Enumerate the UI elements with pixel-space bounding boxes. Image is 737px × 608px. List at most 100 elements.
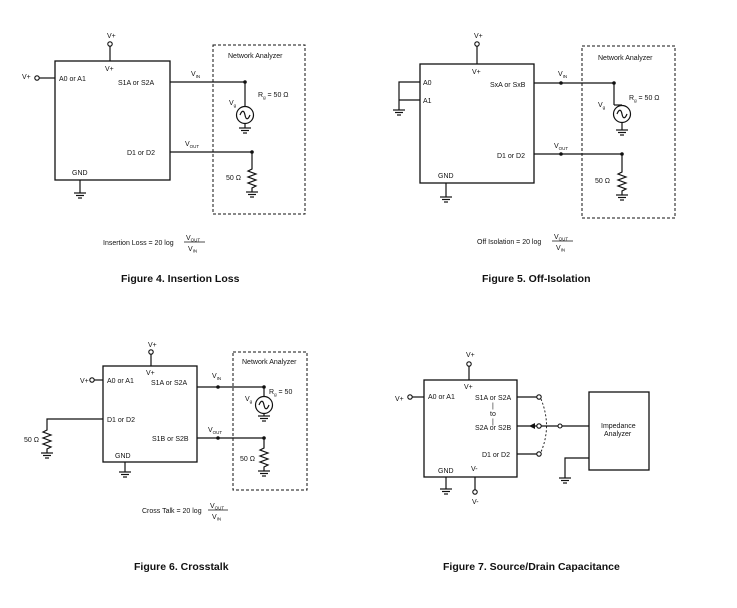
fig7-pin-a: A0 or A1 <box>428 394 455 401</box>
fig6-left-ground-icon <box>40 452 54 459</box>
figure-7-source-drain-capacitance: V+ V+ V+ A0 or A1 S1A or S2A | to | S2A … <box>395 352 650 573</box>
fig5-pin-s: SxA or SxB <box>490 82 526 89</box>
fig5-equation-denominator: VIN <box>556 245 565 253</box>
fig5-ground-icon <box>439 196 453 203</box>
fig7-gnd-label: GND <box>438 468 454 475</box>
fig5-pin-a1: A1 <box>423 98 432 105</box>
fig7-analyzer-ground-icon <box>558 477 572 484</box>
fig5-gnd-label: GND <box>438 173 454 180</box>
fig5-switch-ic <box>419 63 535 184</box>
fig6-load-label: 50 Ω <box>240 456 255 463</box>
fig6-signal-source-icon <box>254 395 274 415</box>
fig7-impedance-analyzer-box <box>588 391 650 471</box>
fig6-switch-ic <box>102 365 198 463</box>
fig7-vplus-left-label: V+ <box>395 396 404 403</box>
fig7-pin-s2: S2A or S2B <box>475 425 512 432</box>
fig5-vplus-terminal <box>474 41 480 47</box>
fig6-pin-s2: S1B or S2B <box>152 436 189 443</box>
fig5-pin-d: D1 or D2 <box>497 153 525 160</box>
fig6-left-resistor-icon <box>42 425 52 454</box>
fig4-network-analyzer-box <box>212 44 306 215</box>
fig5-load-resistor-icon <box>617 167 627 196</box>
fig6-vplus-inner-label: V+ <box>146 370 155 377</box>
fig4-rg-label: Rg = 50 Ω <box>258 92 289 100</box>
fig5-source-ground-icon <box>615 129 629 136</box>
fig4-load-resistor-icon <box>247 164 257 193</box>
fig6-source-ground-icon <box>257 415 271 422</box>
fig7-selection-arc <box>540 398 547 453</box>
fig6-vg-label: Vg <box>245 396 253 404</box>
fig6-left-load-label: 50 Ω <box>24 437 39 444</box>
fig6-equation-numerator: VOUT <box>210 503 224 511</box>
fig5-pin-a0: A0 <box>423 80 432 87</box>
fig5-vplus-inner-label: V+ <box>472 69 481 76</box>
fig7-vminus-terminal <box>472 489 478 495</box>
fig5-load-label: 50 Ω <box>595 178 610 185</box>
fig4-gnd-label: GND <box>72 170 88 177</box>
fig6-vout-label: VOUT <box>208 427 222 435</box>
fig7-pin-s1: S1A or S2A <box>475 395 512 402</box>
fig4-vplus-left-label: V+ <box>22 74 31 81</box>
fig6-caption: Figure 6. Crosstalk <box>134 561 229 573</box>
fig4-pin-s: S1A or S2A <box>118 80 155 87</box>
fig6-load-resistor-icon <box>259 443 269 472</box>
fig4-equation-denominator: VIN <box>188 246 197 254</box>
fig6-rg-label: Rg = 50 <box>269 389 292 397</box>
fig5-vout-label: VOUT <box>554 143 568 151</box>
fig5-rg-label: Rg = 50 Ω <box>629 95 660 103</box>
fig5-vplus-top-label: V+ <box>474 33 483 40</box>
fig4-signal-source-icon <box>235 105 255 125</box>
fig4-load-label: 50 Ω <box>226 175 241 182</box>
fig5-analyzer-label: Network Analyzer <box>598 55 653 62</box>
fig6-load-ground-icon <box>257 470 271 477</box>
fig7-bar-2: | <box>492 419 494 426</box>
fig5-caption: Figure 5. Off-Isolation <box>482 273 591 285</box>
fig5-address-ground-icon <box>392 109 406 116</box>
fig5-vg-label: Vg <box>598 102 606 110</box>
fig7-vplus-top-label: V+ <box>466 352 475 359</box>
fig4-vin-label: VIN <box>191 71 200 79</box>
fig7-caption: Figure 7. Source/Drain Capacitance <box>443 561 620 573</box>
fig7-pin-d: D1 or D2 <box>482 452 510 459</box>
fig5-equation-numerator: VOUT <box>554 234 568 242</box>
fig7-analyzer-label-2: Analyzer <box>604 431 632 438</box>
fig4-load-ground-icon <box>245 191 259 198</box>
fig4-source-ground-icon <box>238 127 252 134</box>
figure-4-insertion-loss: V+ V+ V+ A0 or A1 S1A or S2A D1 or D2 GN… <box>22 33 306 285</box>
fig4-vplus-left-terminal <box>34 75 40 81</box>
fig4-vplus-top-label: V+ <box>107 33 116 40</box>
fig7-vminus-inner-label: V- <box>471 466 478 473</box>
fig4-analyzer-label: Network Analyzer <box>228 53 283 60</box>
fig7-vplus-left-terminal <box>407 394 413 400</box>
figure-5-off-isolation: V+ V+ A0 A1 SxA or SxB D1 or D2 GND Netw… <box>392 33 676 285</box>
fig4-equation-numerator: VOUT <box>186 235 200 243</box>
fig7-vplus-terminal <box>466 361 472 367</box>
fig5-equation-lhs: Off Isolation = 20 log <box>477 239 541 246</box>
fig6-analyzer-label: Network Analyzer <box>242 359 297 366</box>
fig4-caption: Figure 4. Insertion Loss <box>121 273 240 285</box>
fig4-pin-a: A0 or A1 <box>59 76 86 83</box>
fig4-pin-d: D1 or D2 <box>127 150 155 157</box>
fig5-network-analyzer-box <box>581 45 676 219</box>
fig7-probe-terminal <box>557 423 563 429</box>
fig6-ground-icon <box>118 471 132 478</box>
fig4-vplus-terminal <box>107 41 113 47</box>
figure-6-crosstalk: V+ V+ V+ A0 or A1 S1A or S2A D1 or D2 S1… <box>24 342 308 573</box>
fig6-gnd-label: GND <box>115 453 131 460</box>
fig4-vout-label: VOUT <box>185 141 199 149</box>
fig6-vplus-terminal <box>148 349 154 355</box>
fig7-vplus-inner-label: V+ <box>464 384 473 391</box>
fig4-equation-lhs: Insertion Loss = 20 log <box>103 240 174 247</box>
fig7-switch-ic <box>423 379 518 478</box>
fig4-vplus-inner-label: V+ <box>105 66 114 73</box>
fig7-analyzer-label-1: Impedance <box>601 423 636 430</box>
fig7-to-label: to <box>490 411 496 418</box>
fig4-switch-ic <box>54 60 171 181</box>
fig6-equation-lhs: Cross Talk = 20 log <box>142 508 202 515</box>
fig6-pin-d: D1 or D2 <box>107 417 135 424</box>
fig6-vplus-left-label: V+ <box>80 378 89 385</box>
fig6-vplus-top-label: V+ <box>148 342 157 349</box>
fig5-vin-label: VIN <box>558 71 567 79</box>
fig7-arrow-icon <box>529 423 535 429</box>
